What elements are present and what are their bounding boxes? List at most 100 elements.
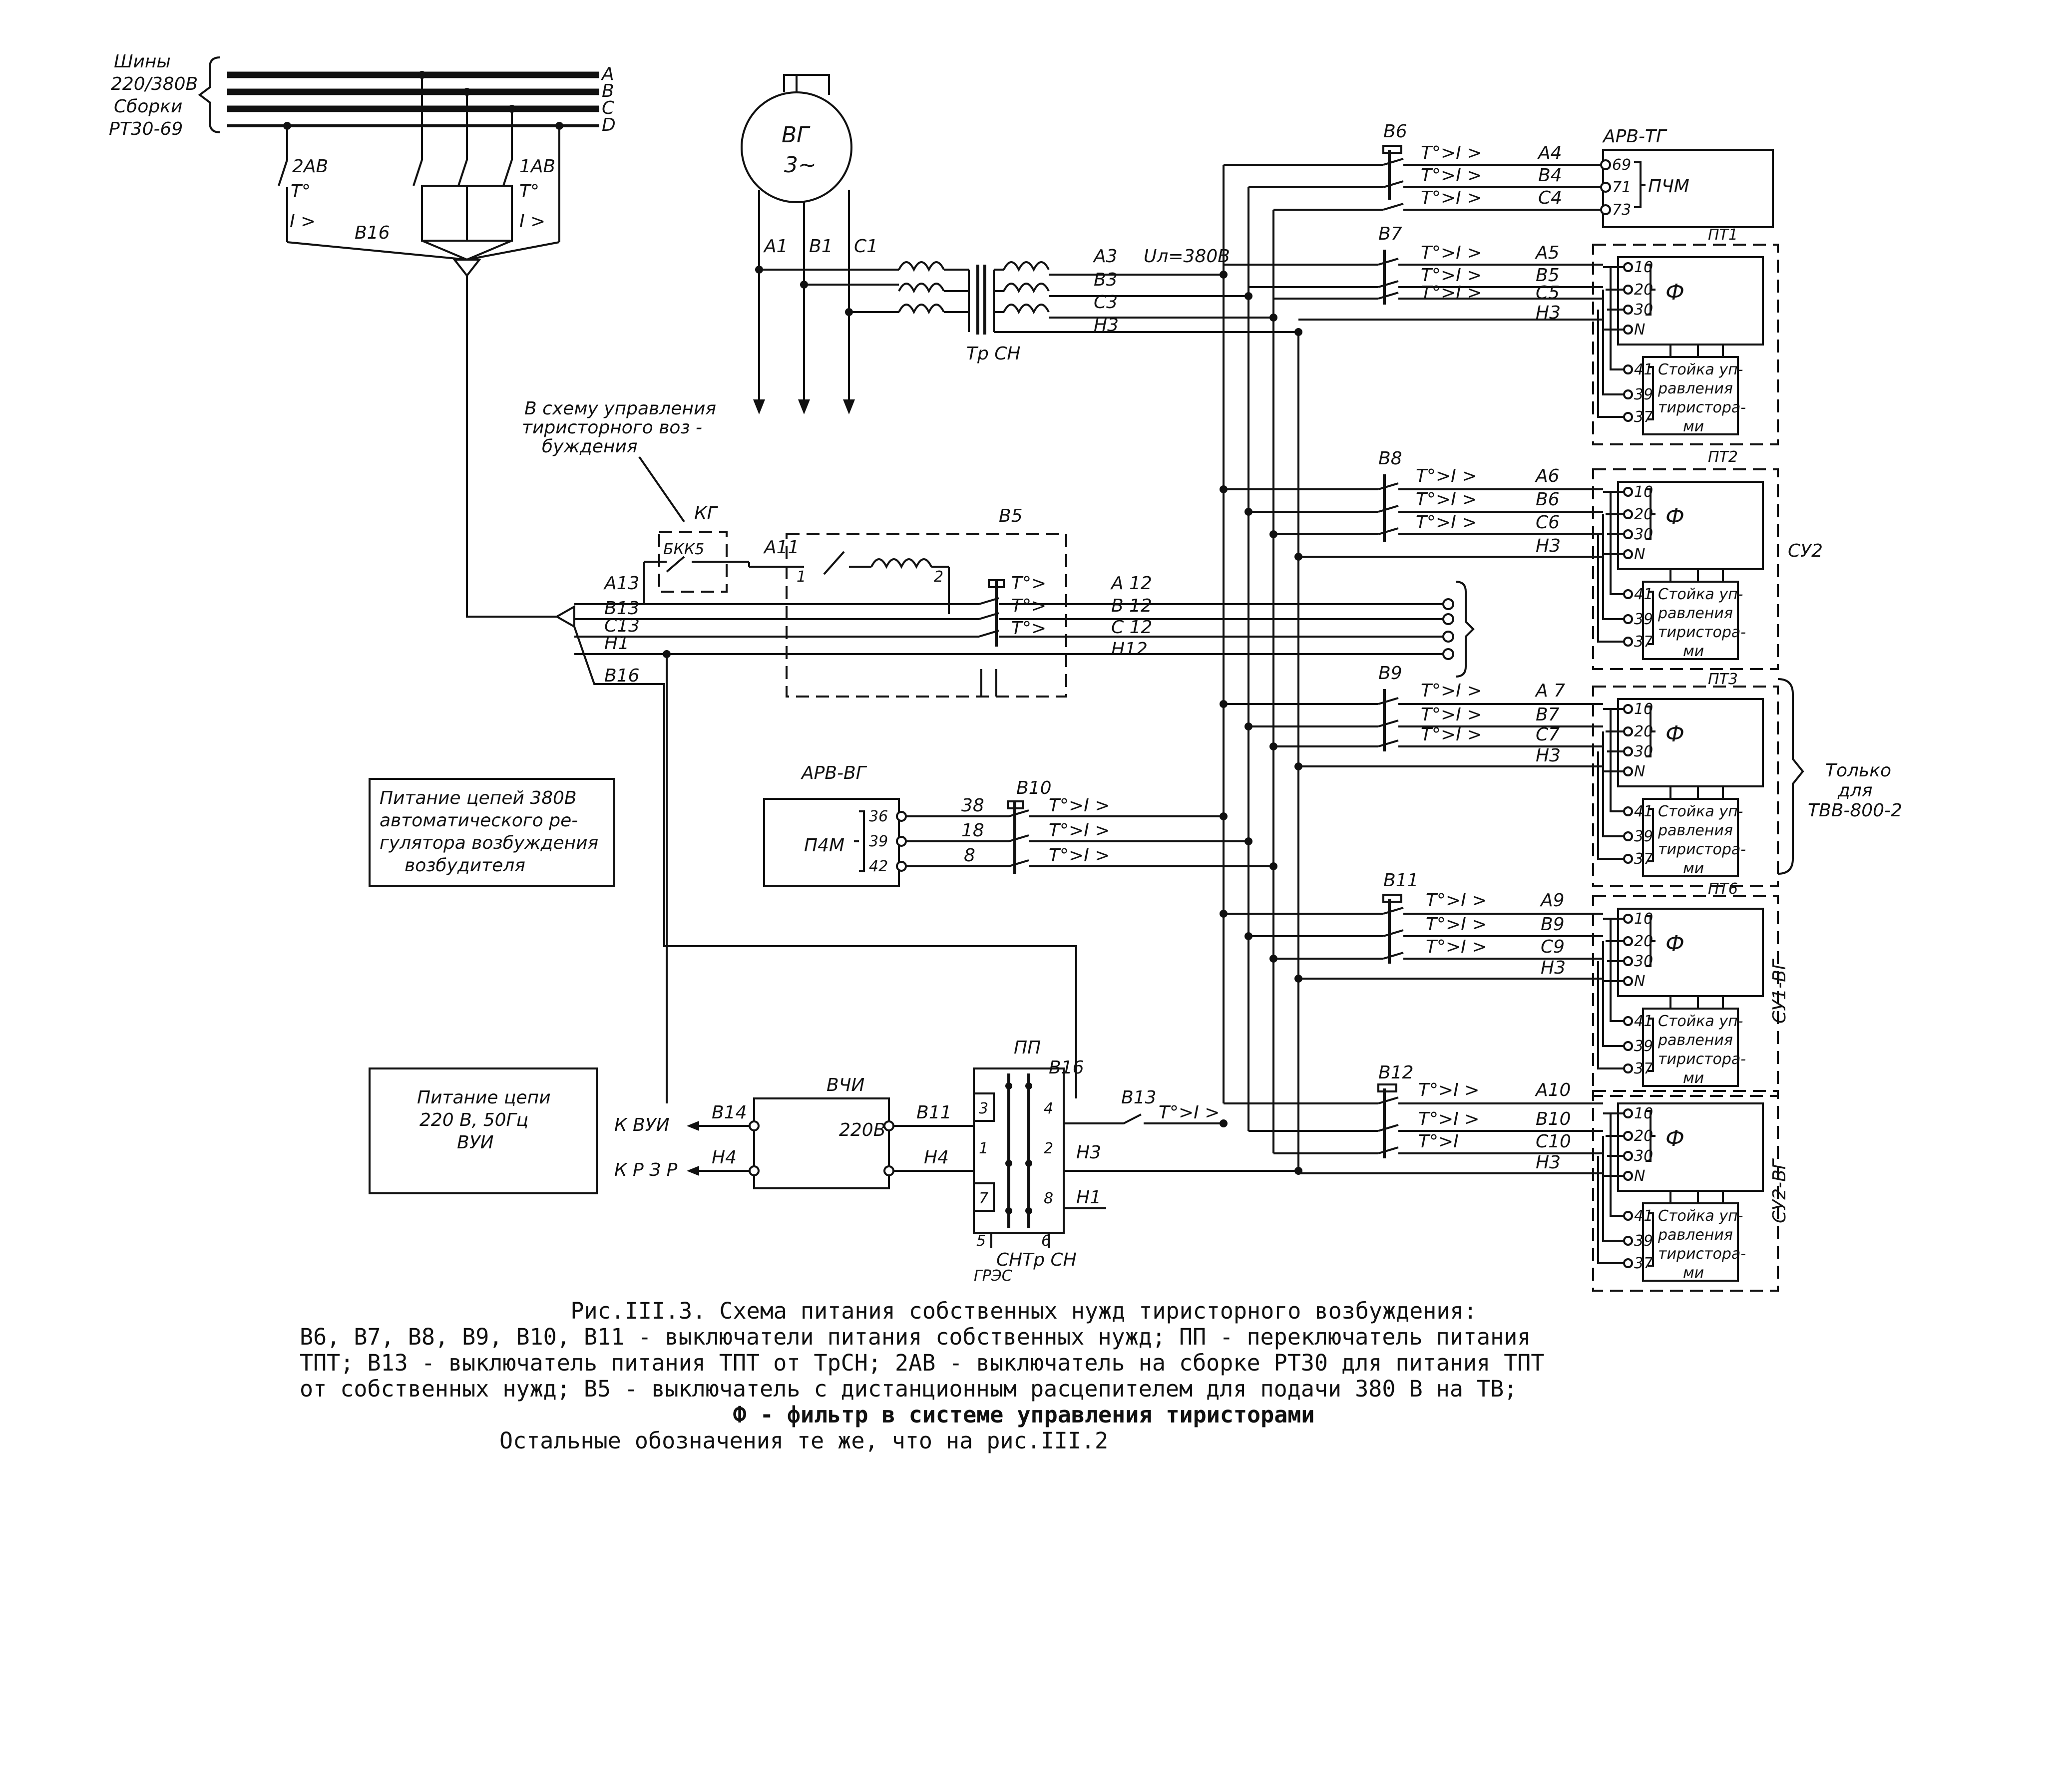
- unit-terminal-label: 39: [1634, 828, 1653, 845]
- unit-terminal: [1623, 614, 1633, 624]
- cable-bundle-b16: [287, 240, 560, 261]
- unit-terminal: [1623, 956, 1633, 966]
- bus-tap-dots: [1220, 271, 1302, 983]
- unit-terminal-label: 39: [1634, 611, 1653, 628]
- stand-label: тиристора-: [1658, 399, 1746, 416]
- unit-wiring: [1597, 1112, 1624, 1264]
- svg-text:А13: А13: [603, 573, 639, 594]
- svg-text:T°>I >: T°>I >: [1421, 265, 1482, 286]
- unit-terminal-label: 37: [1634, 1255, 1653, 1272]
- svg-text:42: 42: [869, 858, 888, 875]
- caption-line-2: ТПТ; В13 - выключатель питания ТПТ от Тр…: [300, 1350, 1545, 1376]
- svg-text:В11: В11: [1383, 870, 1419, 891]
- svg-text:СУ2: СУ2: [1788, 541, 1823, 561]
- svg-text:T°>I >: T°>I >: [1159, 1102, 1220, 1123]
- svg-text:ПТ1: ПТ1: [1708, 226, 1738, 244]
- svg-text:А 7: А 7: [1535, 681, 1565, 701]
- svg-text:ПП: ПП: [1014, 1038, 1041, 1058]
- svg-text:АРВ-ВГ: АРВ-ВГ: [801, 763, 867, 783]
- wire-label-b16: В16: [355, 223, 390, 243]
- stand-brace: [1648, 1212, 1654, 1267]
- svg-text:Тр СН: Тр СН: [966, 344, 1021, 364]
- unit-terminal: [1623, 806, 1633, 816]
- caption-filter-note: Ф - фильтр в системе управления тиристор…: [733, 1402, 1315, 1428]
- unit-frame: [1592, 244, 1779, 445]
- unit-terminal-label: 41: [1634, 1013, 1653, 1030]
- cable-b16-down: [466, 276, 557, 618]
- stand-brace: [1648, 808, 1654, 862]
- filter-box: [1617, 1102, 1764, 1192]
- filter-box: [1617, 908, 1764, 997]
- svg-text:А6: А6: [1535, 466, 1560, 486]
- unit-terminal-label: 39: [1634, 1038, 1653, 1055]
- svg-text:T°>I >: T°>I >: [1426, 937, 1487, 957]
- svg-text:2: 2: [1044, 1140, 1053, 1157]
- svg-text:РТ30-69: РТ30-69: [109, 119, 183, 139]
- unit-frame: [1592, 895, 1779, 1097]
- svg-text:СУ1-ВГ: СУ1-ВГ: [1769, 958, 1790, 1024]
- svg-text:1: 1: [979, 1140, 988, 1157]
- svg-text:Н3: Н3: [1076, 1142, 1101, 1163]
- feeder-b7: В7 T°>I > T°>I > T°>I > А5 В5 С5 Н3 ПТ1: [1224, 224, 1738, 323]
- svg-text:С7: С7: [1536, 724, 1560, 745]
- svg-text:ГРЭС: ГРЭС: [974, 1267, 1012, 1285]
- svg-text:В16: В16: [604, 666, 640, 686]
- svg-text:А 12: А 12: [1110, 573, 1152, 594]
- svg-text:В16: В16: [1049, 1058, 1084, 1078]
- filter-box: [1617, 698, 1764, 787]
- unit-terminal-label: N: [1634, 763, 1645, 780]
- svg-text:T°: T°: [291, 181, 311, 202]
- svg-text:В12: В12: [1378, 1062, 1414, 1083]
- unit-terminal: [1623, 325, 1633, 335]
- unit-terminal: [1623, 285, 1633, 295]
- svg-text:В11: В11: [916, 1102, 952, 1123]
- unit-terminal: [1623, 1016, 1633, 1026]
- stand-label: ми: [1683, 860, 1704, 877]
- feeder-b9: В9 T°>I > T°>I > T°>I > А 7 В7 С7 Н3 ПТ3: [1224, 663, 1738, 767]
- svg-text:ПТ3: ПТ3: [1708, 671, 1738, 688]
- bus-phase-b-label: B: [602, 81, 614, 101]
- unit-terminal: [1623, 1063, 1633, 1073]
- filter-box: [1617, 481, 1764, 570]
- stand-label: Стойка уп-: [1658, 803, 1743, 820]
- svg-text:возбудителя: возбудителя: [405, 855, 525, 876]
- svg-text:1АВ: 1АВ: [519, 156, 555, 177]
- stand-label: тиристора-: [1658, 1051, 1746, 1068]
- svg-text:Н12: Н12: [1111, 639, 1148, 660]
- stand-brace: [1648, 591, 1654, 645]
- unit-terminal-label: N: [1634, 1167, 1645, 1185]
- stand-box: [1642, 356, 1739, 435]
- svg-text:Питание цепи: Питание цепи: [417, 1087, 551, 1108]
- pp-transfer-switch: ПП 3 4 1 2 7 8 В16 Н3 Н1 5 6 СНТр СН ГРЭ…: [973, 1038, 1298, 1285]
- stand-label: тиристора-: [1658, 1245, 1746, 1263]
- unit-terminal: [1623, 1108, 1633, 1118]
- svg-text:автоматического ре-: автоматического ре-: [380, 810, 578, 831]
- svg-text:T°>I >: T°>I >: [1416, 466, 1477, 486]
- unit-terminal: [1623, 831, 1633, 841]
- svg-text:В4: В4: [1538, 165, 1562, 186]
- caption-line-1: В6, В7, В8, В9, В10, В11 - выключатели п…: [300, 1324, 1531, 1350]
- svg-text:I >: I >: [519, 211, 545, 232]
- svg-text:С6: С6: [1536, 512, 1560, 533]
- unit-brace: [1646, 488, 1656, 540]
- svg-text:T°>I >: T°>I >: [1426, 914, 1487, 935]
- unit-terminal: [1623, 509, 1633, 519]
- svg-text:2АВ: 2АВ: [292, 156, 328, 177]
- svg-text:T°>I >: T°>I >: [1421, 143, 1482, 163]
- svg-text:3: 3: [979, 1100, 988, 1117]
- svg-text:T°>I >: T°>I >: [1421, 188, 1482, 208]
- unit-terminal-label: 39: [1634, 1232, 1653, 1250]
- stand-label: Стойка уп-: [1658, 586, 1743, 603]
- svg-text:5: 5: [976, 1232, 986, 1250]
- unit-wiring: [1597, 266, 1624, 418]
- stand-label: ми: [1683, 1069, 1704, 1087]
- svg-text:В5: В5: [999, 506, 1023, 526]
- b5-remote-breaker: В5 А11 1 2 T°> T°> T°> А 12 В 12 С 12 Н1…: [748, 506, 1152, 698]
- unit-terminal: [1623, 914, 1633, 924]
- svg-text:В8: В8: [1378, 448, 1402, 469]
- svg-text:T°>I >: T°>I >: [1416, 489, 1477, 510]
- svg-text:ПЧМ: ПЧМ: [1648, 176, 1689, 197]
- svg-text:220/380В: 220/380В: [111, 74, 198, 94]
- svg-text:3~: 3~: [784, 152, 817, 178]
- svg-text:ПТ6: ПТ6: [1708, 880, 1738, 898]
